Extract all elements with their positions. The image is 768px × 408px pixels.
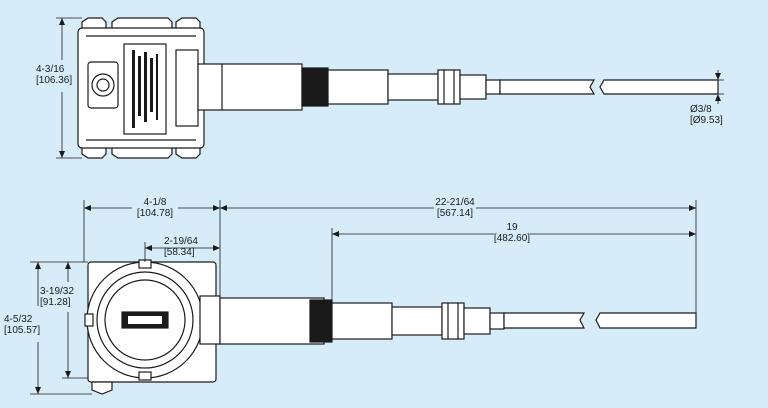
- width-mm: [104.78]: [136, 208, 174, 219]
- dimension-arrows: [35, 18, 721, 394]
- total-height-mm: [105.57]: [4, 325, 41, 336]
- bottom-view-probe: [219, 297, 697, 345]
- bottom-view-housing: [84, 259, 221, 395]
- overall-length-dimension: 22-21/64 [567.14]: [435, 197, 474, 219]
- body-height-dimension: 3-19/32 [91.28]: [40, 286, 74, 308]
- neck-in: 2-19/64: [164, 236, 198, 247]
- probe-mm: [482.60]: [493, 233, 531, 244]
- top-view-probe: [197, 63, 719, 111]
- probe-length-dimension: 19 [482.60]: [494, 222, 530, 244]
- overall-mm: [567.14]: [436, 208, 474, 219]
- top-view-housing: [77, 17, 205, 159]
- dimension-lines: [30, 17, 724, 395]
- top-height-mm: [106.36]: [36, 75, 73, 86]
- neck-mm: [58.34]: [164, 247, 195, 258]
- diameter-mm: [Ø9.53]: [690, 115, 723, 126]
- body-height-mm: [91.28]: [40, 297, 71, 308]
- total-height-dimension: 4-5/32 [105.57]: [4, 314, 40, 336]
- width-dimension: 4-1/8 [104.78]: [137, 197, 173, 219]
- body-height-in: 3-19/32: [40, 286, 74, 297]
- width-in: 4-1/8: [143, 197, 167, 208]
- top-height-in: 4-3/16: [36, 64, 65, 75]
- diameter-dimension: Ø3/8 [Ø9.53]: [690, 104, 723, 126]
- total-height-in: 4-5/32: [4, 314, 33, 325]
- overall-in: 22-21/64: [435, 197, 475, 208]
- diameter-in: Ø3/8: [690, 104, 712, 115]
- top-height-dimension: 4-3/16 [106.36]: [36, 64, 72, 86]
- neck-dimension: 2-19/64 [58.34]: [164, 236, 198, 258]
- probe-in: 19: [506, 222, 518, 233]
